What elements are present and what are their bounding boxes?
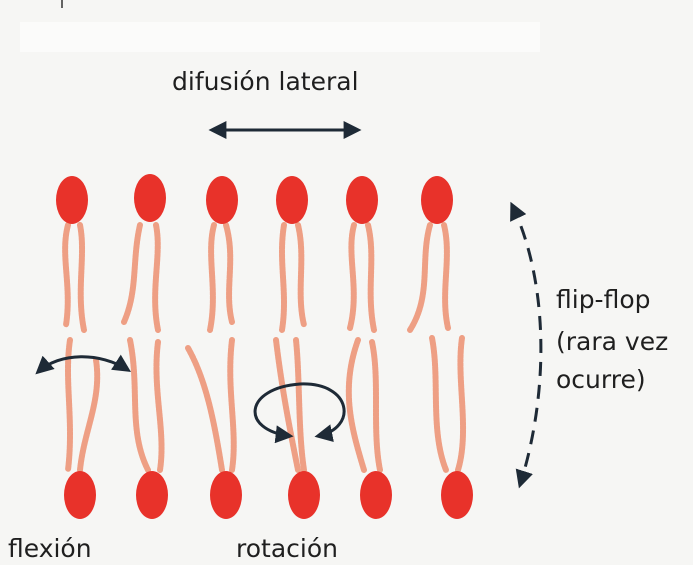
lipid-head [441, 471, 473, 519]
lower-leaflet-tails [68, 338, 463, 470]
lipid-head [360, 471, 392, 519]
flip-flop-note-line1: (rara vez [556, 327, 668, 357]
lipid-head [346, 176, 378, 224]
lipid-head [56, 176, 88, 224]
lipid-head [64, 471, 96, 519]
flexion-label: flexión [8, 534, 92, 564]
lipid-head [206, 176, 238, 224]
lipid-head [288, 471, 320, 519]
lipid-head [136, 471, 168, 519]
rotation-label: rotación [236, 534, 338, 564]
flip-flop-note-line2: ocurre) [556, 365, 646, 395]
flip-flop-arrow-icon [512, 205, 541, 485]
upper-leaflet-tails [65, 225, 448, 330]
lower-leaflet-heads [64, 471, 473, 519]
top-band [20, 22, 540, 52]
upper-leaflet-heads [56, 174, 453, 224]
lipid-head [134, 174, 166, 222]
lipid-head [210, 471, 242, 519]
flip-flop-label: flip-flop [556, 285, 651, 315]
lateral-diffusion-label: difusión lateral [172, 67, 359, 97]
lipid-head [421, 176, 453, 224]
lipid-head [276, 176, 308, 224]
flexion-arrow-icon [38, 357, 128, 372]
